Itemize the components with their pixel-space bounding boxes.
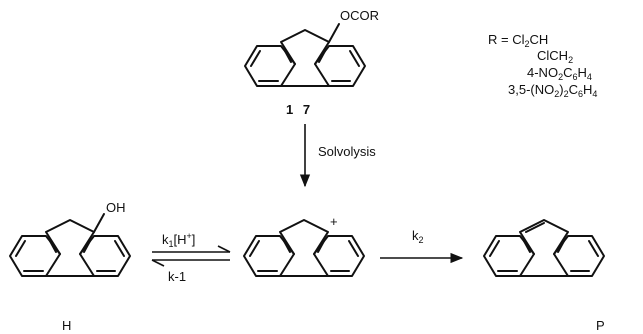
cation-charge: + <box>330 214 338 229</box>
r-group-list: R = Cl2CH ClCH2 4-NO2C6H4 3,5-(NO2)2C6H4 <box>488 32 597 99</box>
r-group-item-3: 3,5-(NO2)2C6H4 <box>508 82 597 99</box>
compound-h-structure <box>9 213 131 277</box>
substituent-ocor: OCOR <box>340 8 379 23</box>
substituent-oh: OH <box>106 200 126 215</box>
compound-number-17: 1 7 <box>286 102 313 117</box>
k2-label: k2 <box>412 228 424 245</box>
r-group-title: R = Cl2CH <box>488 32 548 49</box>
compound-h-label: H <box>62 318 71 333</box>
cation-structure <box>243 219 365 277</box>
compound-17-structure <box>244 23 366 87</box>
r-group-item-2: 4-NO2C6H4 <box>527 65 592 82</box>
solvolysis-label: Solvolysis <box>318 144 376 159</box>
product-p-label: P <box>596 318 605 333</box>
equilibrium-arrows <box>151 245 231 267</box>
reverse-rate-label: k-1 <box>168 269 186 284</box>
product-p-structure <box>483 219 605 277</box>
r-group-item-1: ClCH2 <box>537 48 573 65</box>
forward-rate-label: k1[H+] <box>162 231 195 249</box>
